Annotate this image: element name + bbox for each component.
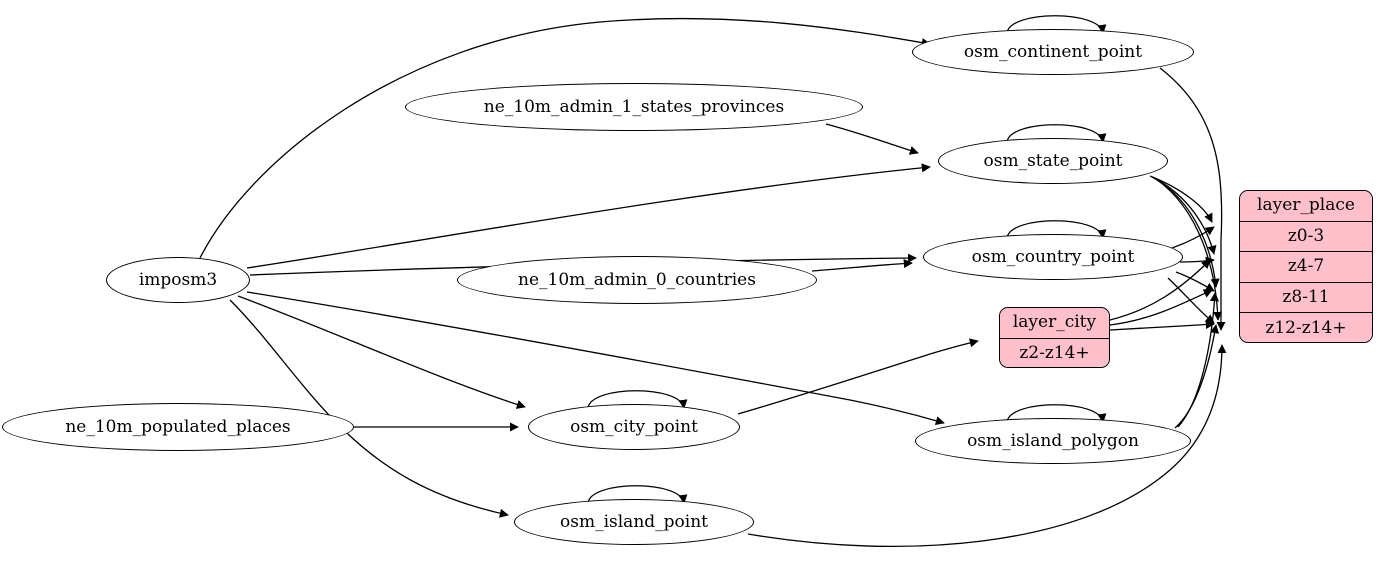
edge-osm_continent_point-to-layer_place [1159,67,1226,331]
edge-osm_country_point-to-layer_place [1179,256,1215,266]
self-loop-osm_city_point [587,390,688,409]
edge-ne_10m_admin_1_states_provinces-to-osm_state_point [825,123,919,155]
node-label-osm_country_point: osm_country_point [971,246,1135,267]
edge-imposm3-to-osm_island_polygon [246,291,945,426]
edge-imposm3-to-osm_island_point [229,299,509,518]
record-row-label: z8-11 [1282,287,1330,308]
edge-imposm3-to-osm_continent_point [199,17,931,259]
record-row-layer_place-z0-3[interactable]: z0-3 [1240,221,1372,253]
self-loop-osm_island_polygon [1006,404,1107,423]
self-loop-osm_continent_point [1006,15,1107,34]
record-node-layer_place[interactable]: layer_place z0-3 z4-7 z8-11 z12-z14+ [1239,190,1373,343]
record-row-layer_place-z4-7[interactable]: z4-7 [1240,252,1372,283]
edge-osm_island_polygon-to-layer_place [1174,324,1220,429]
edge-osm_island_point-to-layer_place [747,344,1227,548]
edge-layer_city-to-layer_place [1109,259,1211,321]
self-loop-osm_island_point [587,485,688,504]
node-osm_continent_point[interactable]: osm_continent_point [912,29,1194,75]
node-label-osm_state_point: osm_state_point [983,150,1123,171]
edge-ne_10m_admin_0_countries-to-osm_country_point [811,258,913,272]
edge-paths [199,17,1227,548]
node-label-osm_island_point: osm_island_point [560,511,708,532]
edge-osm_country_point-to-layer_place [1171,226,1215,249]
record-row-layer_place-z12-z14+[interactable]: z12-z14+ [1240,313,1372,342]
edge-osm_state_point-to-layer_place [1155,178,1223,321]
node-label-ne_10m_admin_1_states_provinces: ne_10m_admin_1_states_provinces [483,96,785,117]
edge-osm_city_point-to-layer_city [737,338,979,415]
node-label-osm_city_point: osm_city_point [570,416,698,437]
node-osm_island_polygon[interactable]: osm_island_polygon [915,418,1191,464]
edge-osm_island_polygon-to-layer_place [1177,292,1220,428]
record-row-label: layer_city [1012,312,1097,333]
record-row-label: z12-z14+ [1265,318,1347,339]
edge-layer_city-to-layer_place [1109,319,1215,331]
record-row-layer_city-z2-z14+[interactable]: z2-z14+ [1000,338,1109,367]
node-label-ne_10m_populated_places: ne_10m_populated_places [65,416,291,437]
node-osm_country_point[interactable]: osm_country_point [923,234,1183,280]
self-loop-osm_state_point [1006,124,1107,143]
node-label-imposm3: imposm3 [138,269,218,290]
self-loop-osm_country_point [1006,220,1107,239]
node-osm_city_point[interactable]: osm_city_point [528,404,740,450]
record-row-layer_place-z8-11[interactable]: z8-11 [1240,282,1372,314]
edge-layer_city-to-layer_place [1109,289,1213,326]
record-row-label: z4-7 [1287,256,1325,277]
node-osm_state_point[interactable]: osm_state_point [938,138,1168,184]
record-row-label: layer_place [1257,195,1355,216]
node-osm_island_point[interactable]: osm_island_point [514,499,754,545]
node-imposm3[interactable]: imposm3 [106,257,250,303]
record-row-label: z2-z14+ [1019,343,1090,364]
record-row-label: z0-3 [1287,225,1325,246]
edge-imposm3-to-osm_city_point [237,295,526,409]
node-ne_10m_populated_places[interactable]: ne_10m_populated_places [2,403,354,451]
record-row-layer_place-header[interactable]: layer_place [1240,191,1372,222]
edge-osm_state_point-to-layer_place [1149,175,1213,223]
node-label-osm_island_polygon: osm_island_polygon [967,430,1139,451]
node-label-osm_continent_point: osm_continent_point [963,41,1143,62]
record-row-layer_city-header[interactable]: layer_city [1000,308,1109,339]
node-ne_10m_admin_0_countries[interactable]: ne_10m_admin_0_countries [457,256,817,304]
node-label-ne_10m_admin_0_countries: ne_10m_admin_0_countries [518,269,756,290]
node-ne_10m_admin_1_states_provinces[interactable]: ne_10m_admin_1_states_provinces [405,83,863,131]
edge-imposm3-to-osm_state_point [246,163,931,269]
edge-osm_country_point-to-layer_place [1167,277,1215,324]
record-node-layer_city[interactable]: layer_city z2-z14+ [999,307,1110,368]
edge-osm_state_point-to-layer_place [1151,176,1217,255]
self-loop-paths [587,15,1107,504]
